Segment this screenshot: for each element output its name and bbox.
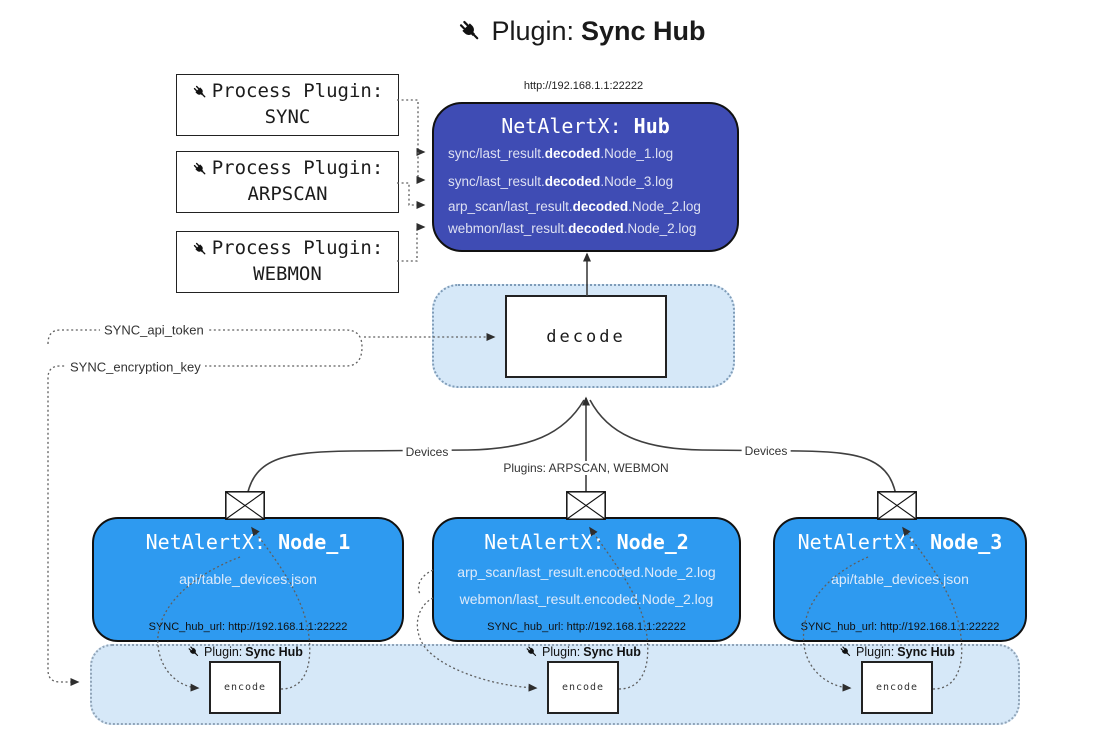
encode-label: encode: [561, 682, 605, 693]
node-title-name: Node_2: [616, 530, 689, 554]
plug-icon: [840, 646, 851, 657]
encoder-label-prefix: Plugin:: [204, 645, 243, 659]
encoder-label: Plugin: Sync Hub: [839, 645, 955, 659]
encode-box: encode: [547, 661, 619, 714]
node-2-box: NetAlertX: Node_2 arp_scan/last_result.e…: [432, 517, 741, 642]
process-plugin-label: Process Plugin:: [211, 157, 384, 180]
hub-url: http://192.168.1.1:22222: [523, 80, 644, 92]
log-bold: decoded: [572, 199, 629, 214]
hub-title: NetAlertX: Hub: [434, 114, 737, 138]
process-plugin-sync: Process Plugin: SYNC: [176, 74, 399, 136]
plug-icon: [193, 162, 206, 175]
encode-label: encode: [875, 682, 919, 693]
log-pre: webmon/last_result.: [448, 221, 569, 236]
encoder-label-prefix: Plugin:: [856, 645, 895, 659]
node-hub-url: SYNC_hub_url: http://192.168.1.1:22222: [800, 621, 1000, 633]
log-pre: sync/last_result.: [448, 174, 545, 189]
process-plugin-webmon: Process Plugin: WEBMON: [176, 231, 399, 293]
encoder-label: Plugin: Sync Hub: [525, 645, 641, 659]
plug-icon: [460, 20, 479, 40]
log-bold: decoded: [544, 174, 601, 189]
hub-title-name: Hub: [633, 114, 670, 138]
encoder-label-prefix: Plugin:: [542, 645, 581, 659]
devices-edge-label-left: Devices: [402, 445, 452, 459]
node-file: api/table_devices.json: [179, 571, 317, 587]
node-title: NetAlertX: Node_1: [94, 530, 402, 554]
node-hub-url: SYNC_hub_url: http://192.168.1.1:22222: [148, 621, 348, 633]
node-hub-url: SYNC_hub_url: http://192.168.1.1:22222: [487, 621, 686, 633]
process-plugin-label: Process Plugin:: [211, 237, 384, 260]
node-3-box: NetAlertX: Node_3 api/table_devices.json…: [773, 517, 1027, 642]
node-title-name: Node_3: [930, 530, 1003, 554]
process-plugin-arpscan: Process Plugin: ARPSCAN: [176, 151, 399, 213]
log-bold: decoded: [544, 146, 601, 161]
log-post: .Node_3.log: [600, 174, 674, 189]
process-plugin-name: WEBMON: [253, 263, 322, 285]
encode-label: encode: [223, 682, 267, 693]
node-title: NetAlertX: Node_3: [775, 530, 1025, 554]
sync-encryption-key-label: SYNC_encryption_key: [66, 359, 205, 375]
node-1-box: NetAlertX: Node_1 api/table_devices.json…: [92, 517, 404, 642]
encoder-label-bold: Sync Hub: [897, 645, 955, 659]
plug-icon: [526, 646, 537, 657]
node-title-prefix: NetAlertX:: [484, 530, 617, 554]
title-prefix: Plugin:: [491, 16, 575, 46]
hub-log-entry: sync/last_result.decoded.Node_3.log: [448, 174, 673, 189]
devices-edge-label-right: Devices: [741, 444, 791, 458]
encoder-label: Plugin: Sync Hub: [187, 645, 303, 659]
plug-icon: [188, 646, 199, 657]
encoder-label-bold: Sync Hub: [583, 645, 641, 659]
log-post: .Node_1.log: [600, 146, 674, 161]
encoder-label-bold: Sync Hub: [245, 645, 303, 659]
node-title-prefix: NetAlertX:: [145, 530, 279, 554]
plug-icon: [193, 242, 206, 255]
sync-api-token-label: SYNC_api_token: [100, 322, 208, 338]
log-bold: decoded: [568, 221, 624, 236]
envelope-icon: [225, 491, 265, 520]
process-plugin-label-row: Process Plugin:: [192, 156, 384, 182]
decode-label: decode: [546, 326, 626, 347]
node-file: api/table_devices.json: [831, 571, 969, 587]
encode-box: encode: [861, 661, 933, 714]
envelope-icon: [877, 491, 917, 520]
title-bold: Sync Hub: [581, 16, 706, 46]
decode-box: decode: [505, 295, 667, 378]
envelope-icon: [566, 491, 606, 520]
process-plugin-label-row: Process Plugin:: [192, 236, 384, 262]
encode-box: encode: [209, 661, 281, 714]
plugins-edge-label: Plugins: ARPSCAN, WEBMON: [500, 461, 672, 475]
hub-log-entry: sync/last_result.decoded.Node_1.log: [448, 146, 673, 161]
node-title-prefix: NetAlertX:: [797, 530, 931, 554]
hub-title-prefix: NetAlertX:: [501, 114, 634, 138]
log-post: .Node_2.log: [623, 221, 697, 236]
process-plugin-name: ARPSCAN: [247, 183, 328, 205]
log-pre: sync/last_result.: [448, 146, 545, 161]
node-file: arp_scan/last_result.encoded.Node_2.log: [457, 564, 716, 580]
node-title-name: Node_1: [278, 530, 351, 554]
hub-log-entry: webmon/last_result.decoded.Node_2.log: [448, 221, 696, 236]
log-post: .Node_2.log: [628, 199, 701, 214]
hub-log-entry: arp_scan/last_result.decoded.Node_2.log: [448, 199, 701, 214]
log-pre: arp_scan/last_result.: [448, 199, 573, 214]
plug-icon: [193, 85, 206, 98]
process-plugin-label-row: Process Plugin:: [192, 79, 384, 105]
node-title: NetAlertX: Node_2: [434, 530, 739, 554]
process-plugin-label: Process Plugin:: [211, 80, 384, 103]
node-file: webmon/last_result.encoded.Node_2.log: [459, 591, 714, 607]
process-plugin-name: SYNC: [264, 106, 311, 128]
hub-box: NetAlertX: Hub sync/last_result.decoded.…: [432, 102, 739, 252]
page-title: Plugin: Sync Hub: [46, 16, 1117, 47]
